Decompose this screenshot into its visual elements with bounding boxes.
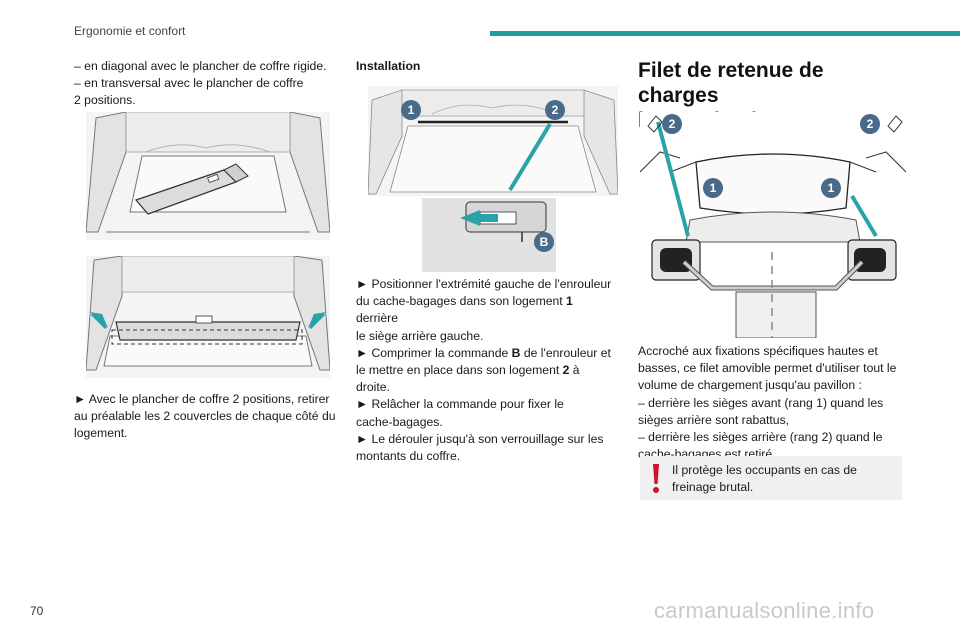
callout-label: 1 — [827, 181, 835, 195]
callout-label: 2 — [551, 103, 559, 117]
text-line: – derrière les sièges arrière (rang 2) q… — [638, 430, 883, 445]
callout-label: 2 — [668, 117, 676, 131]
text-line: montants du coffre. — [356, 449, 461, 464]
text-line: freinage brutal. — [672, 480, 754, 495]
text-line: ► Comprimer la commande B de l'enrouleur… — [356, 345, 611, 360]
callout-label: 1 — [709, 181, 717, 195]
cargo-net-figure — [640, 112, 906, 338]
section-heading: Installation — [356, 59, 421, 73]
text-line: sièges arrière sont rabattus, — [638, 412, 790, 427]
text-line: volume de chargement jusqu'au pavillon : — [638, 378, 862, 393]
watermark: carmanualsonline.info — [654, 598, 875, 623]
text-line: – en diagonal avec le plancher de coffre… — [74, 59, 327, 73]
callout-label: B — [539, 235, 549, 249]
callout-label: 2 — [866, 117, 874, 131]
header-accent-bar — [490, 31, 960, 36]
text-line: – derrière les sièges avant (rang 1) qua… — [638, 395, 884, 410]
callout-1: 1 — [703, 178, 723, 198]
text-line: ► Positionner l'extrémité gauche de l'en… — [356, 277, 612, 291]
page-heading: Filet de retenue de charges — [638, 59, 824, 107]
text-line: ► Le dérouler jusqu'à son verrouillage s… — [356, 431, 604, 446]
text-line: ► Avec le plancher de coffre 2 positions… — [74, 392, 330, 406]
text-line: – en transversal avec le plancher de cof… — [74, 76, 304, 91]
callout-2: 2 — [545, 100, 565, 120]
text-line: 2 positions. — [74, 93, 136, 108]
trunk-diagonal-figure — [86, 112, 330, 240]
text-line: ► Relâcher la commande pour fixer le — [356, 397, 564, 412]
callout-b: B — [534, 232, 554, 252]
trunk-transversal-figure — [86, 256, 330, 378]
column-2-title: Installation — [356, 58, 614, 75]
text-line: logement. — [74, 426, 128, 441]
section-title: Ergonomie et confort — [74, 24, 186, 38]
page-number: 70 — [30, 604, 44, 618]
installation-steps: ► Positionner l'extrémité gauche de l'en… — [356, 276, 616, 465]
callout-1: 1 — [821, 178, 841, 198]
column-1-note: ► Avec le plancher de coffre 2 positions… — [74, 391, 336, 443]
cargo-net-body: Accroché aux fixations spécifiques haute… — [638, 343, 906, 463]
warning-text: Il protège les occupants en cas de frein… — [672, 462, 892, 496]
text-line: le siège arrière gauche. — [356, 328, 484, 343]
text-line: Il protège les occupants en cas de — [672, 463, 857, 477]
exclamation-icon — [653, 464, 659, 493]
column-1: – en diagonal avec le plancher de coffre… — [74, 58, 334, 110]
callout-2: 2 — [860, 114, 880, 134]
text-line: du cache-bagages dans son logement 1 der… — [356, 294, 573, 326]
callout-label: 1 — [407, 103, 415, 117]
text-line: Accroché aux fixations spécifiques haute… — [638, 344, 878, 358]
text-line: cache-bagages. — [356, 414, 443, 429]
warning-box: Il protège les occupants en cas de frein… — [640, 456, 902, 500]
text-line: au préalable les 2 couvercles de chaque … — [74, 409, 336, 424]
callout-2: 2 — [662, 114, 682, 134]
text-line: basses, ce filet amovible permet d'utili… — [638, 361, 897, 376]
callout-1: 1 — [401, 100, 421, 120]
text-line: le mettre en place dans son logement 2 à… — [356, 363, 580, 395]
